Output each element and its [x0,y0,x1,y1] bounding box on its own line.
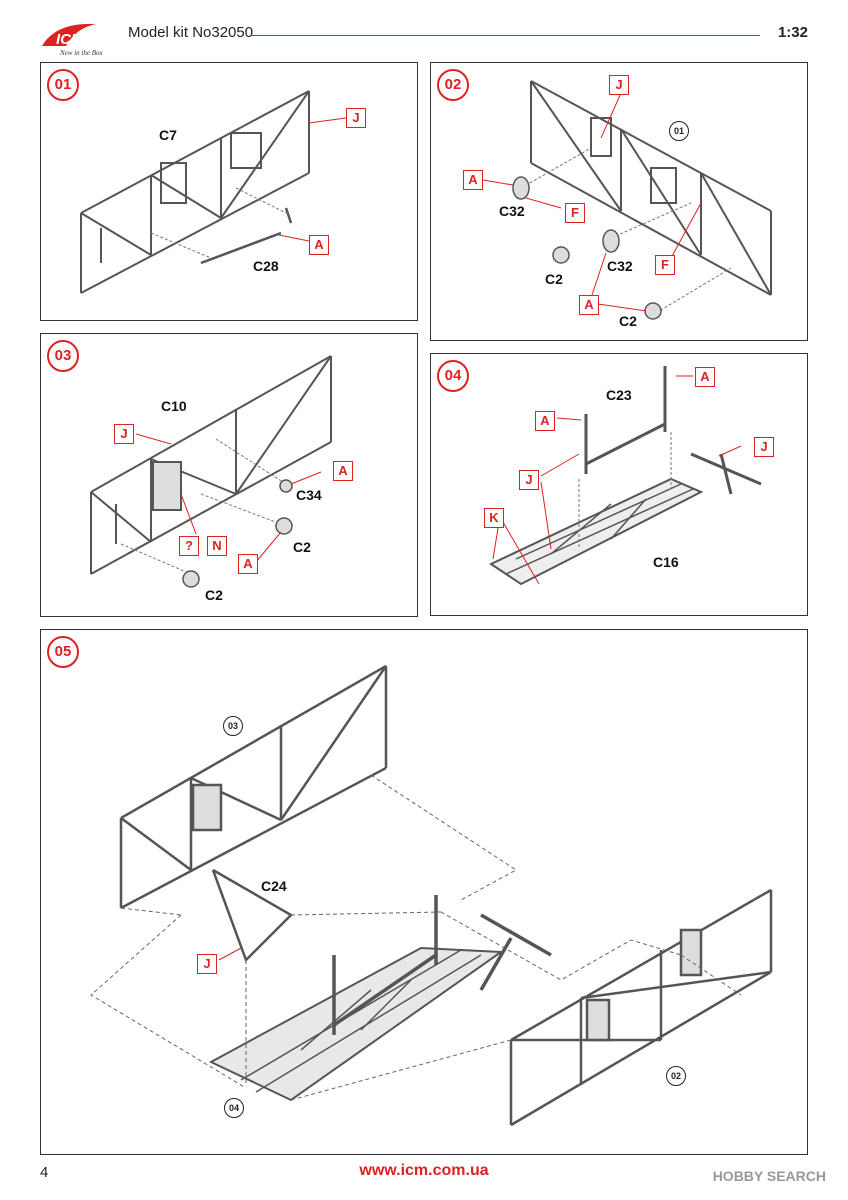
color-tag: J [346,108,366,128]
color-tag: A [579,295,599,315]
page-number: 4 [40,1164,49,1181]
step-03-panel: 03 C10 C34 C2 C2 J A ? N A [40,333,418,617]
step-02-drawing [482,80,772,320]
color-tag: A [238,554,258,574]
part-label: C34 [296,487,322,503]
step-04-panel: 04 C23 C16 A A J J K [430,353,808,616]
header-rule [250,35,760,36]
step-number: 01 [47,69,79,101]
website-link[interactable]: www.icm.com.ua [359,1162,489,1179]
part-label: C32 [499,203,525,219]
scale-label: 1:32 [777,24,808,41]
color-tag: J [609,75,629,95]
color-tag: F [565,203,585,223]
step-01-drawing [80,90,347,294]
step-number: 05 [47,636,79,668]
part-label: C16 [653,554,679,570]
part-label: C32 [607,258,633,274]
icm-logo: ICM New in the Box [36,18,116,58]
part-label: C7 [159,127,177,143]
part-label: C2 [205,587,223,603]
part-label: C2 [619,313,637,329]
part-label: C24 [261,878,287,894]
color-tag: J [197,954,217,974]
color-tag: J [754,437,774,457]
step-number: 04 [437,360,469,392]
part-label: C2 [293,539,311,555]
color-tag: J [519,470,539,490]
step-reference: 02 [666,1066,686,1086]
color-tag: A [535,411,555,431]
part-label: C2 [545,271,563,287]
color-tag: A [695,367,715,387]
color-tag: A [309,235,329,255]
color-tag: A [463,170,483,190]
model-kit-title: Model kit No32050 [128,24,254,41]
svg-text:ICM: ICM [56,31,84,48]
part-label: C28 [253,258,279,274]
color-tag: K [484,508,504,528]
color-tag: A [333,461,353,481]
step-03-drawing [90,355,332,588]
step-number: 02 [437,69,469,101]
step-number: 03 [47,340,79,372]
color-tag: N [207,536,227,556]
step-reference: 01 [669,121,689,141]
svg-text:New in the Box: New in the Box [59,49,103,57]
step-02-panel: 02 01 C32 C32 C2 C2 J A F F A [430,62,808,341]
part-label: C10 [161,398,187,414]
part-label: C23 [606,387,632,403]
watermark: HOBBY SEARCH [712,1168,826,1184]
color-tag: ? [179,536,199,556]
step-05-drawing [90,664,773,1127]
color-tag: J [114,424,134,444]
step-reference: 03 [223,716,243,736]
step-05-panel: 05 03 02 04 C24 J [40,629,808,1155]
step-01-panel: 01 C7 C28 J A [40,62,418,321]
step-reference: 04 [224,1098,244,1118]
color-tag: F [655,255,675,275]
step-04-drawing [488,366,762,586]
